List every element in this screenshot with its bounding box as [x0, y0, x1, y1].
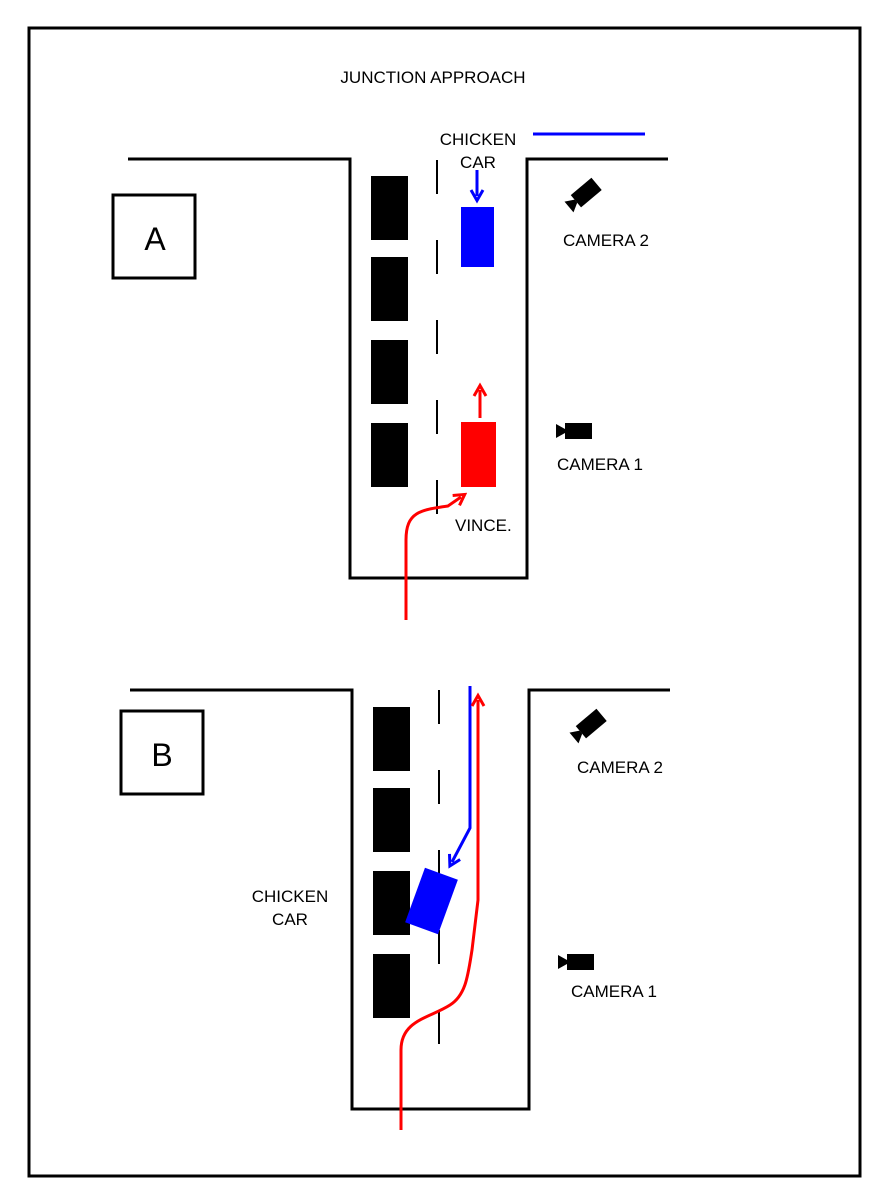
video-camera-icon	[563, 177, 602, 214]
parked-car	[373, 871, 410, 935]
chicken-car-label: CAR	[460, 153, 496, 172]
chicken-car	[405, 867, 458, 935]
chicken-car-label: CHICKEN	[440, 130, 517, 149]
parked-car	[373, 954, 410, 1018]
page-title: JUNCTION APPROACH	[340, 68, 525, 87]
video-camera-icon	[556, 423, 592, 439]
parked-car	[373, 707, 410, 771]
video-camera-icon	[568, 708, 607, 745]
panel-b-letter: B	[151, 737, 172, 773]
chicken-car-label: CAR	[272, 910, 308, 929]
video-camera-icon	[558, 954, 594, 970]
chicken-car-label: CHICKEN	[252, 887, 329, 906]
panel-a-label-box	[111, 193, 197, 280]
parked-car	[371, 423, 408, 487]
parked-car	[371, 257, 408, 321]
road-edge-left	[130, 688, 670, 1111]
vince-path	[399, 692, 486, 1130]
vince-car	[461, 422, 496, 487]
camera-2-label: CAMERA 2	[577, 758, 663, 777]
page-frame	[27, 26, 862, 1178]
panel-a: A CHICKEN CAR VINCE. CAMERA 2 CAMERA 1	[111, 130, 668, 620]
parked-car	[371, 176, 408, 240]
chicken-car-path	[448, 686, 472, 869]
vince-path	[404, 492, 468, 620]
panel-b: B CHICKEN CAR CAMERA 2 CAMERA 1	[119, 686, 670, 1130]
chicken-car	[461, 207, 494, 267]
parked-car	[373, 788, 410, 852]
panel-a-letter: A	[144, 221, 166, 257]
camera-2-label: CAMERA 2	[563, 231, 649, 250]
vince-label: VINCE.	[455, 516, 512, 535]
camera-1-label: CAMERA 1	[557, 455, 643, 474]
parked-car	[371, 340, 408, 404]
road-edge-left	[128, 157, 668, 580]
camera-1-label: CAMERA 1	[571, 982, 657, 1001]
panel-b-label-box	[119, 709, 205, 796]
